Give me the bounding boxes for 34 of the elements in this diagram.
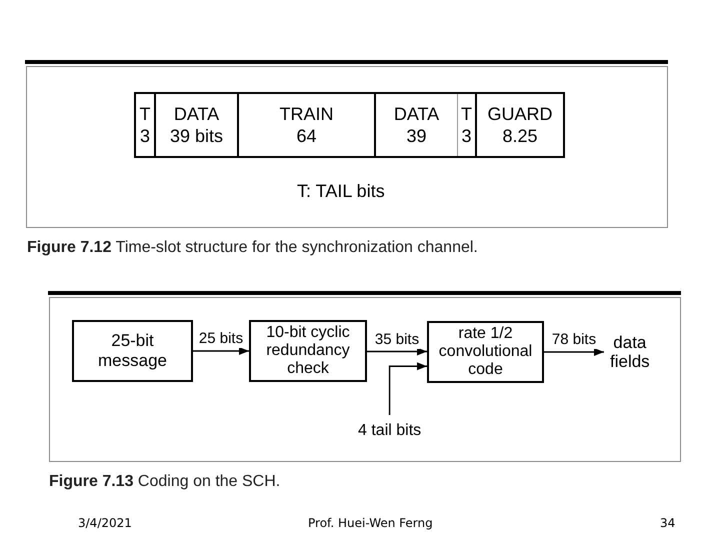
footer-date: 3/4/2021 <box>78 515 132 532</box>
field-size: 8.25 <box>502 125 538 147</box>
time-slot-field <box>457 94 475 156</box>
block-label: 10-bit cyclic redundancy check <box>265 324 351 378</box>
arrow <box>367 348 427 356</box>
field-name: GUARD <box>487 103 552 125</box>
block-label: rate 1/2 convolutional code <box>438 325 534 379</box>
note-text: T: TAIL bits <box>297 180 385 203</box>
field-size: 39 bits <box>170 125 224 147</box>
page-number: 34 <box>660 515 676 532</box>
field-size: 3 <box>140 125 150 147</box>
process-box <box>249 320 367 382</box>
arrow <box>193 347 249 355</box>
field-name: DATA <box>174 103 220 125</box>
input-label: 4 tail bits <box>358 419 422 443</box>
output-label: data fields <box>610 333 650 371</box>
field-size: 64 <box>296 125 317 147</box>
figure-caption: Figure 7.12 Time-slot structure for the synchronization channel. <box>27 238 478 258</box>
field-name: DATA <box>394 103 440 125</box>
arrow <box>544 348 604 356</box>
process-box <box>72 320 193 382</box>
edge-label: 78 bits <box>550 331 598 349</box>
field-size: 39 <box>406 125 427 147</box>
arrow <box>388 362 427 415</box>
process-box <box>427 321 544 383</box>
field-name: TRAIN <box>280 103 334 125</box>
field-name: T <box>140 103 150 125</box>
edge-label: 25 bits <box>198 330 244 348</box>
figure-caption: Figure 7.13 Coding on the SCH. <box>49 472 280 492</box>
block-label: 25-bit message <box>97 331 168 371</box>
field-size: 3 <box>461 125 472 147</box>
footer-author: Prof. Huei-Wen Ferng <box>308 515 433 532</box>
field-name: T <box>461 103 472 125</box>
edge-label: 35 bits <box>374 330 420 348</box>
